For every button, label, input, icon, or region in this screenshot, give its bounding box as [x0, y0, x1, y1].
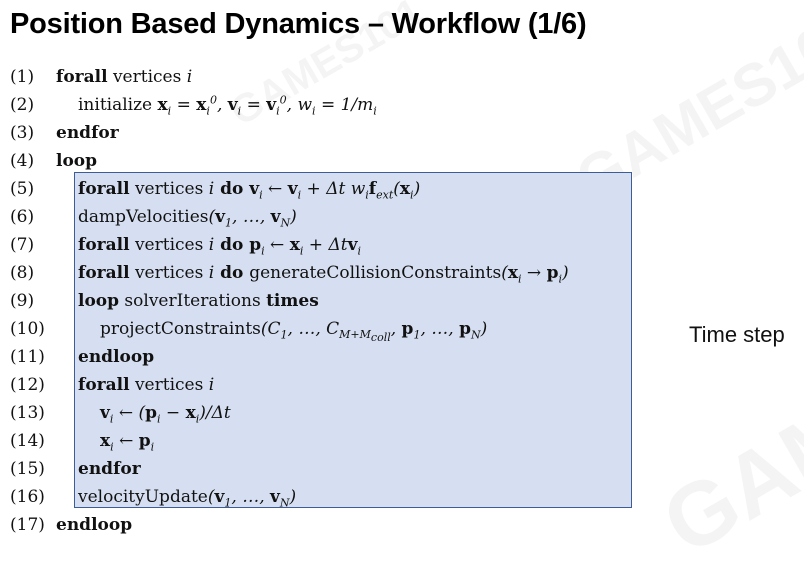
math-expression: (C1, …, CM+Mcoll, p1, …, pN)	[260, 319, 488, 345]
math-var: i	[208, 179, 215, 199]
line-number: (1)	[10, 67, 35, 87]
keyword: do	[214, 263, 250, 283]
math-expression: vi ← vi + Δt wifext(xi)	[249, 179, 421, 202]
keyword: forall	[78, 263, 130, 283]
line-number: (12)	[10, 375, 45, 395]
math-expression: (v1, …, vN)	[207, 487, 297, 510]
line-text: vertices	[129, 263, 209, 283]
math-var: i	[208, 263, 215, 283]
line-text: generateCollisionConstraints	[249, 263, 502, 283]
line-text: vertices	[107, 67, 187, 87]
line-text: vertices	[129, 179, 209, 199]
keyword: loop	[78, 291, 120, 311]
keyword: endfor	[56, 123, 119, 143]
line-text: vertices	[129, 235, 209, 255]
line-number: (13)	[10, 403, 45, 423]
line-number: (14)	[10, 431, 45, 451]
line-number: (5)	[10, 179, 35, 199]
keyword: forall	[56, 67, 108, 87]
line-number: (10)	[10, 319, 45, 339]
line-text: solverIterations	[119, 291, 267, 311]
line-number: (7)	[10, 235, 35, 255]
math-expression: (xi → pi)	[501, 263, 569, 286]
line-text: vertices	[129, 375, 209, 395]
keyword: times	[266, 291, 319, 311]
keyword: loop	[56, 151, 98, 171]
math-expression: xi = xi0, vi = vi0, wi = 1/mi	[157, 93, 377, 118]
slide-title: Position Based Dynamics – Workflow (1/6)	[10, 8, 587, 40]
math-var: i	[208, 375, 215, 395]
keyword: forall	[78, 235, 130, 255]
keyword: forall	[78, 375, 130, 395]
keyword: do	[214, 235, 250, 255]
line-number: (11)	[10, 347, 45, 367]
keyword: endfor	[78, 459, 141, 479]
line-number: (17)	[10, 515, 45, 535]
line-number: (6)	[10, 207, 35, 227]
line-number: (8)	[10, 263, 35, 283]
keyword: forall	[78, 179, 130, 199]
line-number: (9)	[10, 291, 35, 311]
math-expression: pi ← xi + Δtvi	[249, 235, 361, 258]
keyword: endloop	[56, 515, 133, 535]
math-expression: (v1, …, vN)	[208, 207, 297, 230]
line-text: dampVelocities	[78, 207, 209, 227]
line-text: projectConstraints	[100, 319, 261, 339]
keyword: endloop	[78, 347, 155, 367]
line-number: (16)	[10, 487, 45, 507]
math-var: i	[208, 235, 215, 255]
line-number: (2)	[10, 95, 35, 115]
line-text: initialize	[78, 95, 153, 115]
math-expression: xi ← pi	[100, 431, 155, 454]
watermark-text: GAMES101	[646, 247, 804, 576]
keyword: do	[214, 179, 250, 199]
line-text: velocityUpdate	[78, 487, 208, 507]
time-step-box	[74, 172, 632, 508]
line-number: (15)	[10, 459, 45, 479]
math-expression: vi ← (pi − xi)/Δt	[100, 403, 231, 426]
time-step-label: Time step	[689, 322, 785, 347]
line-number: (4)	[10, 151, 35, 171]
line-number: (3)	[10, 123, 35, 143]
math-var: i	[186, 67, 193, 87]
